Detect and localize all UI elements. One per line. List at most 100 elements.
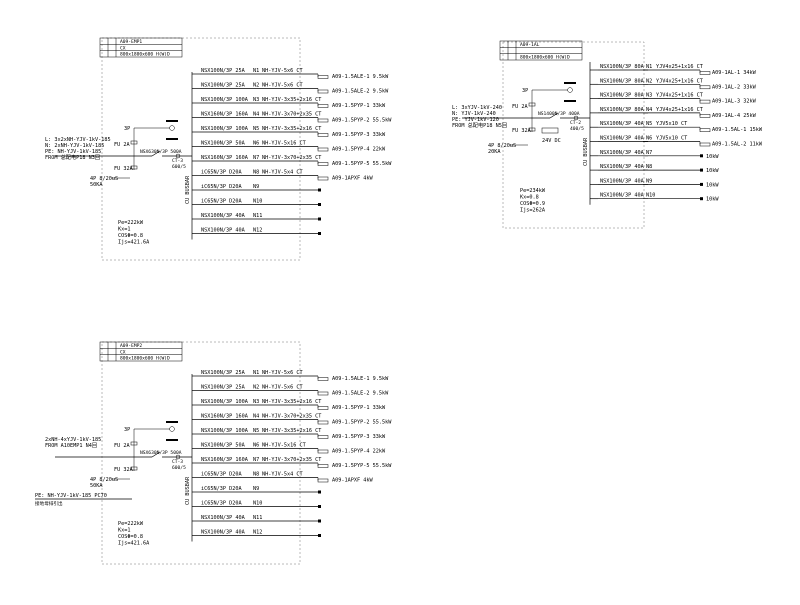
fuse-symbol-icon	[528, 102, 536, 107]
load-summary-line: Pe=222kW	[118, 220, 144, 226]
branch-load-label: A09-1AL-2 33kW	[712, 84, 757, 90]
branch-load-label: A09-1.5ALE-2 9.5kW	[332, 89, 389, 95]
branch-circuit-number: N10	[253, 199, 262, 205]
branch-breaker-label: iC65N/3P D20A	[201, 472, 242, 478]
panel-header-table	[99, 341, 183, 362]
branch-circuit-number: N5	[253, 428, 259, 434]
branch-load-label: A09-1.5PYP-4 22kW	[332, 147, 386, 153]
panel-dimensions: 800x1800x600 H(W)D	[120, 356, 170, 362]
branch-breaker-label: NSX100N/3P 100A	[201, 428, 249, 434]
branch-breaker-label: NSX160N/3P 160A	[201, 457, 249, 463]
spare-terminal-icon	[318, 232, 321, 235]
main-breaker-label: NS1400N/3P 400A	[538, 111, 580, 117]
load-terminal-icon	[317, 420, 329, 425]
branch-cable-spec: YJV4x25+1x16 CT	[656, 64, 703, 70]
load-terminal-icon	[317, 89, 329, 94]
feeder-in-label: N: 2xNH-YJV-1kV-185	[45, 143, 104, 149]
branch-load-label: A09-1APXF 4kW	[332, 478, 373, 484]
main-breaker-contact	[151, 451, 161, 458]
branch-load-label: A09-1AL-3 32kW	[712, 99, 757, 105]
load-summary-line: Kx=1	[118, 528, 131, 534]
pole-count-label: 3P	[522, 88, 528, 94]
load-terminal-icon	[699, 99, 711, 104]
branch-circuit-number: N5	[646, 121, 652, 127]
spare-terminal-icon	[318, 505, 321, 508]
load-terminal-icon	[317, 406, 329, 410]
branch-circuit-number: N1	[253, 370, 259, 376]
branch-circuit-number: N2	[253, 385, 259, 391]
branch-breaker-label: NSX100N/3P 40A	[600, 121, 645, 127]
spare-terminal-icon	[700, 182, 703, 186]
dc-supply-label: 24V DC	[542, 138, 561, 144]
panel-header-table	[99, 37, 183, 58]
branch-circuit-number: N3	[253, 97, 259, 103]
fuse-symbol-icon	[130, 140, 138, 145]
load-terminal-icon	[699, 128, 711, 132]
load-summary-line: Ijs=421.6A	[118, 541, 150, 547]
branch-load-label: 10kW	[706, 197, 719, 203]
branch-load-label: A09-1.5PYP-2 55.5kW	[332, 420, 392, 426]
branch-breaker-label: NSX100N/3P 25A	[201, 385, 246, 391]
branch-breaker-label: NSX100N/3P 80A	[600, 78, 645, 84]
branch-load-label: A09-1.5PYP-3 33kW	[332, 434, 386, 440]
branch-breaker-label: NSX100N/3P 25A	[201, 83, 246, 89]
load-summary-line: COSΦ=0.8	[118, 233, 143, 239]
load-summary-line: Kx=1	[118, 227, 131, 233]
branch-load-label: A09-1.5PYP-1 33kW	[332, 103, 386, 109]
branch-breaker-label: NSX100N/3P 100A	[201, 399, 249, 405]
spare-terminal-icon	[318, 203, 321, 206]
branch-circuit-number: N8	[253, 170, 259, 176]
branch-load-label: A09-1.5PYP-5 55.5kW	[332, 463, 392, 469]
branch-cable-spec: NH-YJV-3x35+2x16 CT	[262, 399, 321, 405]
surge-protector-label: 4P 8/20uS	[488, 143, 516, 149]
panel-header-row2: CX	[120, 45, 126, 51]
branch-cable-spec: NH-YJV-5x16 CT	[262, 443, 306, 449]
branch-breaker-label: NSX100N/3P 40A	[600, 150, 645, 156]
load-terminal-icon	[317, 147, 329, 152]
busbar-label: CU BUSBAR	[583, 137, 589, 166]
branch-breaker-label: NSX100N/3P 25A	[201, 370, 246, 376]
branch-breaker-label: NSX100N/3P 50A	[201, 443, 246, 449]
branch-cable-spec: NH-YJV-3x70+2x35 CT	[262, 155, 321, 161]
panel-dimensions: 800x1800x600 H(W)D	[120, 52, 170, 58]
panel-title: A09-1AL	[520, 42, 540, 48]
branch-circuit-number: N12	[253, 530, 262, 536]
branch-cable-spec: NH-YJV-3x70+2x35 CT	[262, 112, 321, 118]
branch-circuit-number: N5	[253, 126, 259, 132]
branch-breaker-label: NSX100N/3P 40A	[201, 213, 246, 219]
branch-breaker-label: iC65N/3P D20A	[201, 486, 242, 492]
fuse-bottom-label: FU 32A	[114, 467, 134, 473]
panel-header-table	[499, 40, 583, 61]
branch-cable-spec: YJV5x10 CT	[656, 121, 687, 127]
branch-circuit-number: N6	[646, 136, 652, 142]
load-terminal-icon	[317, 162, 329, 166]
feeder-in-label: FROM 总配电P18 N5回	[452, 121, 507, 129]
spare-terminal-icon	[318, 217, 321, 221]
branch-circuit-number: N7	[646, 150, 652, 156]
surge-protector-rating: 20KA	[488, 149, 501, 155]
branch-breaker-label: NSX100N/3P 80A	[600, 93, 645, 99]
pole-count-label: 3P	[124, 126, 130, 132]
branch-cable-spec: YJV4x25+1x16 CT	[656, 93, 703, 99]
indicator-lamp-icon	[169, 426, 175, 432]
branch-cable-spec: NH-YJV-3x35+2x16 CT	[262, 428, 321, 434]
busbar-label: CU BUSBAR	[185, 476, 191, 505]
branch-cable-spec: NH-YJV-3x70+2x35 CT	[262, 457, 321, 463]
branch-breaker-label: NSX100N/3P 100A	[201, 97, 249, 103]
feeder-in-label: PE: YJV-1kV-120	[452, 117, 499, 123]
load-summary-line: Ijs=262A	[520, 208, 546, 214]
main-breaker-contact	[549, 112, 559, 119]
branch-circuit-number: N2	[646, 78, 652, 84]
spare-terminal-icon	[700, 168, 703, 172]
current-transformer-icon	[573, 115, 579, 121]
branch-circuit-number: N7	[253, 155, 259, 161]
branch-cable-spec: YJV5x10 CT	[656, 136, 687, 142]
branch-cable-spec: NH-YJV-5x6 CT	[262, 68, 303, 74]
indicator-lamp-tag	[166, 120, 178, 122]
branch-circuit-number: N4	[253, 414, 259, 420]
branch-circuit-number: N12	[253, 228, 262, 234]
branch-cable-spec: NH-YJV-5x4 CT	[262, 472, 303, 478]
branch-breaker-label: NSX100N/3P 100A	[201, 126, 249, 132]
